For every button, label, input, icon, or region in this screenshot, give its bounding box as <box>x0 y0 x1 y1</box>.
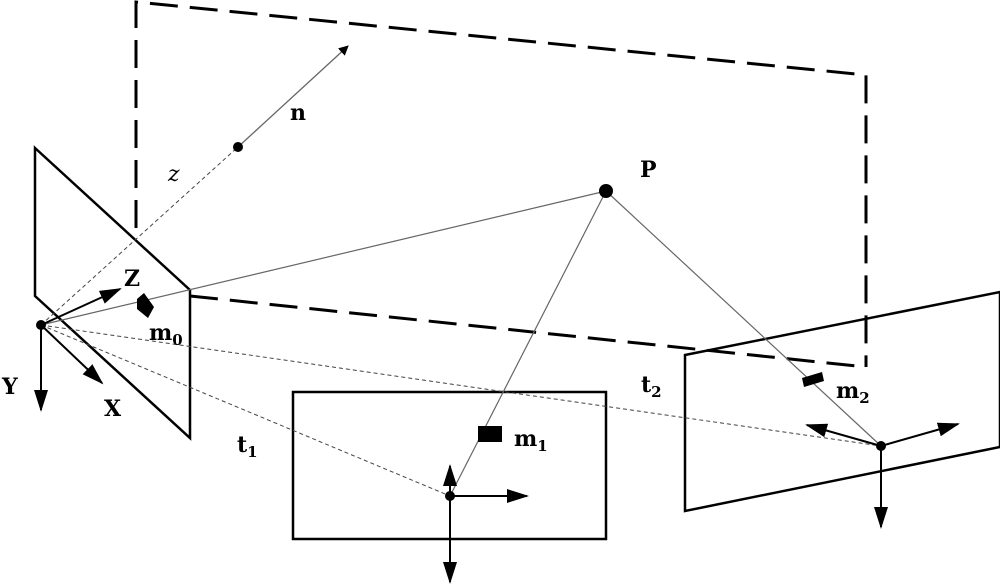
image-plane-m2 <box>683 290 1000 513</box>
projection-m0 <box>137 293 154 318</box>
camera2-axis-right <box>880 422 960 447</box>
ray-c0-to-P <box>40 190 607 326</box>
label-m2: m2 <box>836 378 870 407</box>
label-z: z <box>167 162 180 187</box>
projection-m1 <box>478 426 502 442</box>
baseline-t2 <box>40 324 882 447</box>
axis-Z <box>40 288 122 326</box>
ray-normal-z <box>40 146 239 326</box>
axis-X <box>40 324 104 385</box>
label-m1: m1 <box>514 426 548 455</box>
baseline-t1 <box>40 324 451 497</box>
ray-c1-to-P <box>449 190 607 497</box>
normal-point <box>233 142 243 152</box>
dashed-plane <box>134 0 868 369</box>
label-X: X <box>104 396 122 422</box>
label-n: n <box>290 100 306 126</box>
normal-vector-n <box>237 45 349 148</box>
projection-m2 <box>802 372 824 387</box>
label-Y: Y <box>1 374 18 400</box>
label-t1: t1 <box>237 432 258 461</box>
label-m0: m0 <box>149 320 183 349</box>
label-P: P <box>640 157 657 183</box>
image-plane-m0 <box>33 145 192 441</box>
ray-c2-to-P <box>605 190 882 447</box>
label-t2: t2 <box>641 372 662 401</box>
camera2-axis-left <box>805 423 882 447</box>
point-P <box>599 184 613 198</box>
label-Z: Z <box>124 266 140 292</box>
